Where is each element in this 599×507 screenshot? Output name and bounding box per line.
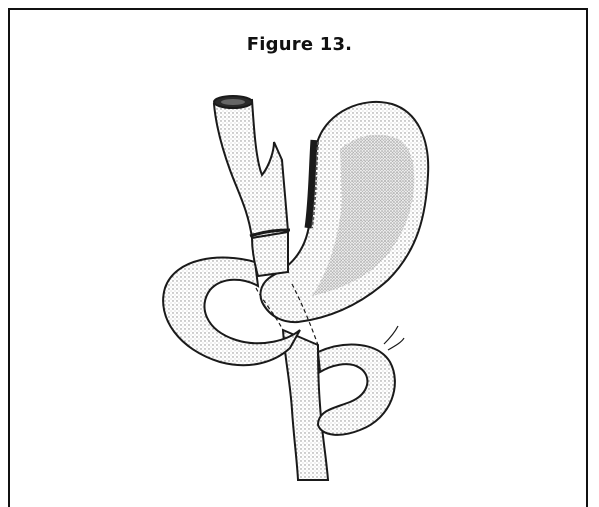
esophagus [214, 96, 290, 276]
efferent-limb [283, 326, 404, 480]
